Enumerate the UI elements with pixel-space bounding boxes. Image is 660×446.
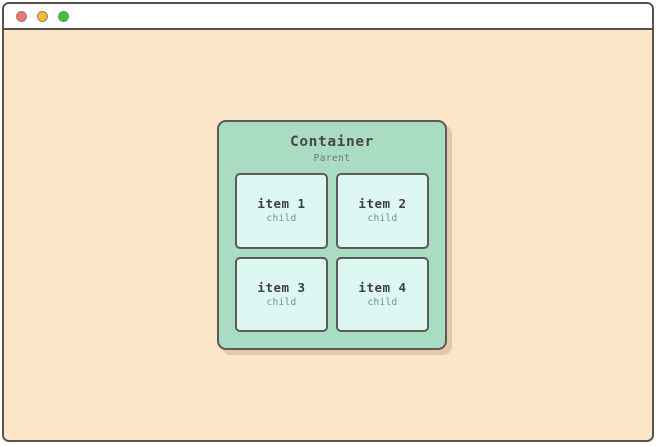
grid-item[interactable]: item 1 child (235, 173, 328, 249)
container-subtitle: Parent (313, 153, 351, 164)
container-title: Container (290, 134, 374, 150)
window-controls (16, 10, 69, 22)
grid-item-role: child (367, 296, 398, 308)
close-window-button[interactable] (16, 10, 27, 22)
minimize-window-button[interactable] (37, 10, 48, 22)
container-grid: item 1 child item 2 child item 3 child i… (235, 173, 429, 332)
grid-item-label: item 3 (257, 279, 306, 295)
grid-item-label: item 1 (257, 196, 306, 212)
window-titlebar (4, 4, 652, 30)
grid-item-role: child (266, 213, 297, 225)
grid-item[interactable]: item 3 child (235, 256, 328, 332)
grid-item[interactable]: item 4 child (336, 256, 429, 332)
grid-item-label: item 4 (358, 279, 407, 295)
container-card[interactable]: Container Parent item 1 child item 2 chi… (217, 120, 447, 350)
grid-item-role: child (367, 213, 398, 225)
page-canvas: Container Parent item 1 child item 2 chi… (4, 30, 652, 440)
grid-item-label: item 2 (358, 196, 407, 212)
maximize-window-button[interactable] (58, 10, 69, 22)
app-window: Container Parent item 1 child item 2 chi… (2, 2, 654, 442)
grid-item[interactable]: item 2 child (336, 173, 429, 249)
grid-item-role: child (266, 296, 297, 308)
